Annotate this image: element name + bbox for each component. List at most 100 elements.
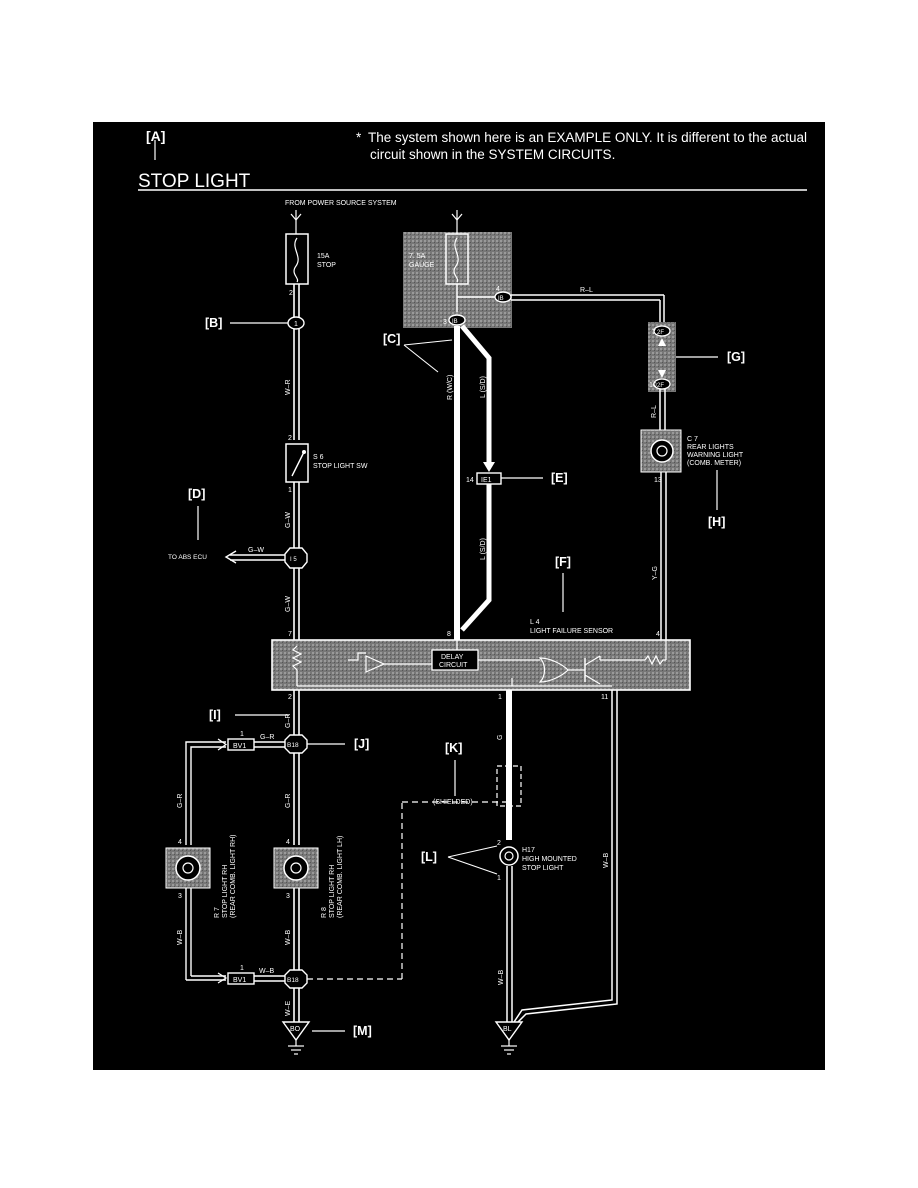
c7-line2: WARNING LIGHT bbox=[687, 452, 744, 459]
stop-fuse-rating: 15A bbox=[317, 253, 330, 260]
l4-pin1: 1 bbox=[498, 694, 502, 701]
stop-feed-arrow bbox=[290, 213, 302, 221]
callout-k: [K] bbox=[445, 741, 463, 755]
h17-code: H17 bbox=[522, 847, 535, 854]
callout-m: [M] bbox=[353, 1024, 372, 1038]
wire-w-b-a: W–B bbox=[177, 930, 184, 946]
connector-g-top bbox=[653, 325, 671, 337]
connector-g-bot-pin: 10 bbox=[649, 382, 657, 389]
stop-fuse-pin: 2 bbox=[289, 290, 293, 297]
l4-pin2: 2 bbox=[288, 694, 292, 701]
wire-l-sd-a: L (S/D) bbox=[480, 376, 487, 398]
connector-g-top-label: 2F bbox=[657, 330, 664, 336]
light-failure-sensor bbox=[271, 639, 691, 691]
r8-line1: STOP LIGHT RH bbox=[329, 865, 336, 918]
ground-bl-label: BL bbox=[503, 1026, 512, 1033]
wire-g-r-d: G–R bbox=[285, 794, 292, 808]
h17-pin-top: 2 bbox=[497, 840, 501, 847]
shielded-label: (SHIELDED) bbox=[433, 799, 473, 806]
note-line-2: circuit shown in the SYSTEM CIRCUITS. bbox=[370, 147, 616, 162]
s6-pin-top: 2 bbox=[288, 435, 292, 442]
wire-l-sd-b: L (S/D) bbox=[480, 538, 487, 560]
gauge-fuse-name: GAUGE bbox=[409, 262, 435, 269]
connector-b-pin: 1 bbox=[294, 321, 298, 328]
r8-code: R 8 bbox=[321, 907, 328, 918]
delay-line2: CIRCUIT bbox=[439, 662, 468, 669]
connector-g-bot bbox=[653, 378, 671, 390]
wire-w-b-d: W–B bbox=[498, 970, 505, 986]
connector-g-bot-label: 2F bbox=[657, 383, 664, 389]
stop-fuse-name: STOP bbox=[317, 262, 336, 269]
wire-w-r: W–R bbox=[285, 379, 292, 395]
wire-y-g: Y–G bbox=[652, 566, 659, 580]
h17-line2: STOP LIGHT bbox=[522, 865, 564, 872]
wire-g: G bbox=[497, 735, 504, 740]
callout-l: [L] bbox=[421, 850, 437, 864]
bv1-top-label: BV1 bbox=[233, 743, 246, 750]
wire-r-wc: R (W/C) bbox=[447, 375, 454, 400]
r7-pin-bot: 3 bbox=[178, 893, 182, 900]
l4-pin11: 11 bbox=[601, 694, 608, 701]
stop-fuse bbox=[285, 233, 309, 285]
l4-code: L 4 bbox=[530, 619, 540, 626]
gauge-fuse-rating: 7. 5A bbox=[409, 253, 426, 260]
connector-ie1-label: IE1 bbox=[481, 477, 492, 484]
wire-g-w-b: G–W bbox=[248, 547, 264, 554]
abs-ecu-label: TO ABS ECU bbox=[168, 554, 207, 561]
gauge-conn-a bbox=[494, 291, 512, 303]
gauge-pin-b: 3 bbox=[443, 319, 447, 326]
wire-r-l-b: R–L bbox=[651, 405, 658, 418]
gauge-conn-b bbox=[448, 314, 466, 326]
l4-pin4: 4 bbox=[656, 631, 660, 638]
wire-g-r-c: G–R bbox=[177, 794, 184, 808]
r8-pin-top: 4 bbox=[286, 839, 290, 846]
note-mark: * bbox=[356, 130, 362, 145]
ground-bo-label: BO bbox=[290, 1026, 301, 1033]
callout-b: [B] bbox=[205, 316, 223, 330]
gauge-pin-a: 4 bbox=[496, 286, 500, 293]
s6-name: STOP LIGHT SW bbox=[313, 463, 368, 470]
diagram-title: STOP LIGHT bbox=[138, 171, 251, 192]
shielded-section bbox=[496, 765, 522, 807]
wire-g-r-b: G–R bbox=[260, 734, 274, 741]
gauge-conn-a-label: IB bbox=[498, 296, 504, 302]
r8-pin-bot: 3 bbox=[286, 893, 290, 900]
connector-b18-bot bbox=[284, 969, 308, 989]
connector-g-top-pin: 7 bbox=[652, 329, 656, 336]
wire-w-b-c: W–B bbox=[285, 930, 292, 946]
power-source-label: FROM POWER SOURCE SYSTEM bbox=[285, 200, 397, 207]
callout-h: [H] bbox=[708, 515, 726, 529]
wire-l-sd-line bbox=[460, 324, 492, 462]
callout-c: [C] bbox=[383, 332, 401, 346]
wire-g-r-a: G–R bbox=[285, 714, 292, 728]
l4-pin8: 8 bbox=[447, 631, 451, 638]
wire-g-w-a: G–W bbox=[285, 512, 292, 528]
callout-g: [G] bbox=[727, 350, 746, 364]
c7-code: C 7 bbox=[687, 436, 698, 443]
s6-code: S 6 bbox=[313, 454, 324, 461]
wire-r-l-a: R–L bbox=[580, 287, 593, 294]
b18-top-label: B18 bbox=[287, 742, 299, 749]
bv1-bot-label: BV1 bbox=[233, 977, 246, 984]
wire-w-b-b: W–B bbox=[259, 968, 275, 975]
b18-bot-label: B18 bbox=[287, 977, 299, 984]
callout-f: [F] bbox=[555, 555, 571, 569]
h17-stop-light bbox=[499, 846, 519, 866]
connector-bv1-bot bbox=[227, 972, 255, 985]
junction-i5 bbox=[284, 547, 308, 569]
junction-i5-label: I 5 bbox=[290, 557, 297, 563]
c7-pin: 13 bbox=[654, 477, 662, 484]
r7-code: R 7 bbox=[214, 907, 221, 918]
bv1-bot-pin: 1 bbox=[240, 965, 244, 972]
l4-pin7: 7 bbox=[288, 631, 292, 638]
c7-line1: REAR LIGHTS bbox=[687, 444, 734, 451]
stop-light-switch bbox=[285, 443, 309, 483]
r7-line2: (REAR COMB. LIGHT RH) bbox=[230, 835, 237, 919]
r7-line1: STOP LIGHT RH bbox=[222, 865, 229, 918]
ground-bl bbox=[494, 1021, 524, 1042]
connector-bv1-top bbox=[227, 738, 255, 751]
callout-j: [J] bbox=[354, 737, 370, 751]
delay-line1: DELAY bbox=[441, 654, 464, 661]
wire-w-b-e: W–B bbox=[603, 853, 610, 869]
